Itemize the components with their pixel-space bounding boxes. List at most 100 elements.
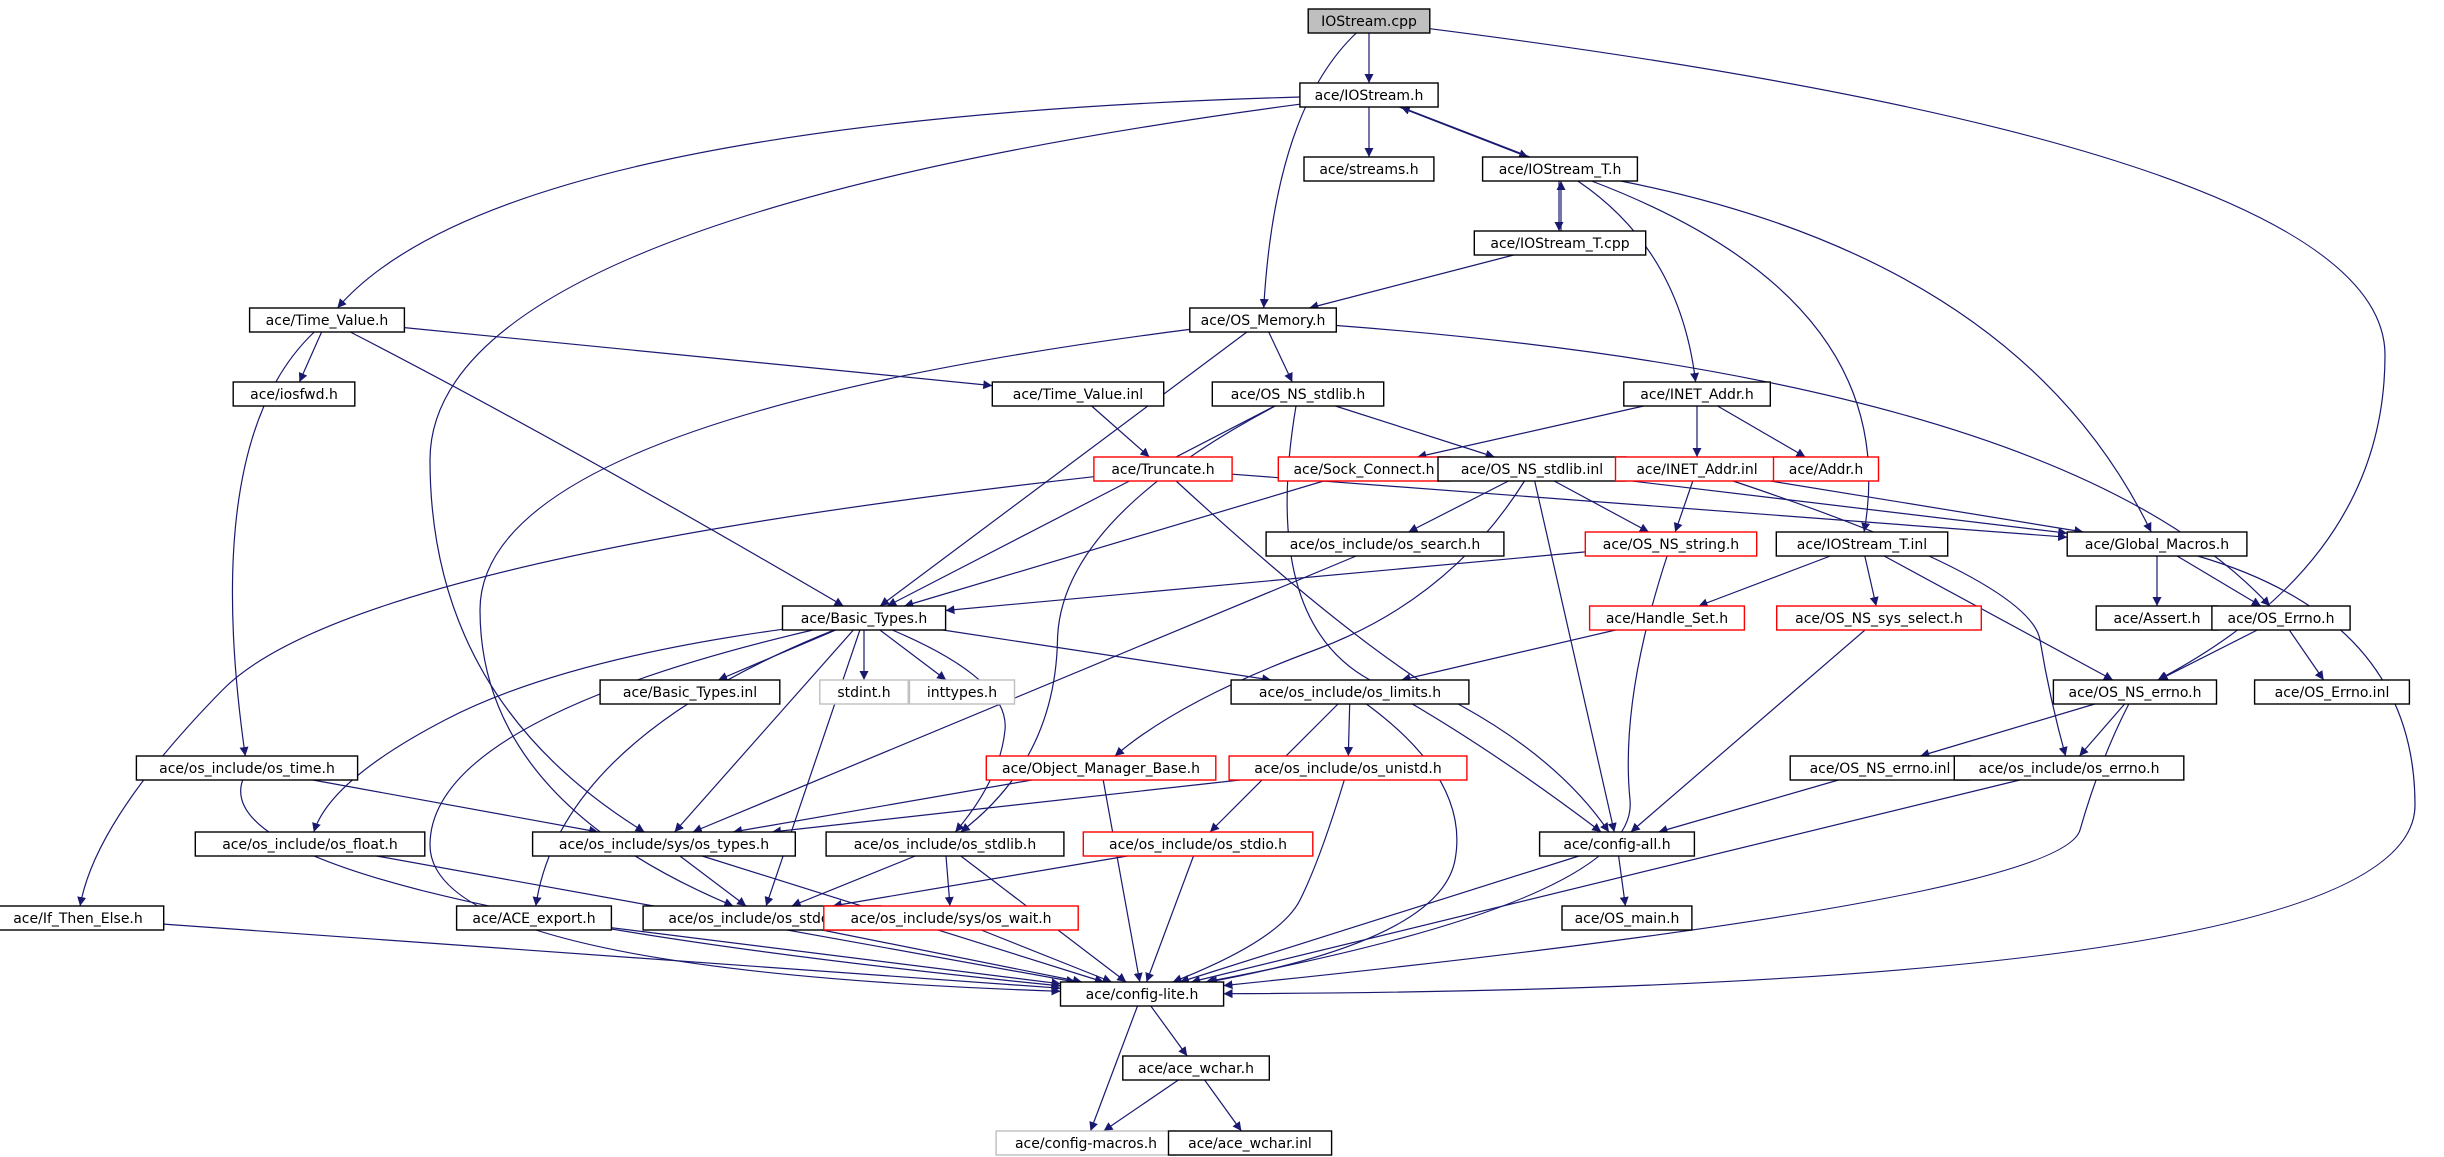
node-n1[interactable]: ace/IOStream.h bbox=[1299, 82, 1439, 108]
node-n22[interactable]: ace/OS_NS_sys_select.h bbox=[1775, 605, 1982, 631]
node-n12[interactable]: ace/Sock_Connect.h bbox=[1277, 456, 1451, 482]
node-box bbox=[1265, 531, 1505, 557]
edge-n18-to-n29 bbox=[1883, 555, 2114, 681]
node-label: ace/IOStream_T.h bbox=[1499, 162, 1622, 178]
node-n11[interactable]: ace/Truncate.h bbox=[1093, 456, 1233, 482]
node-n13[interactable]: ace/OS_NS_stdlib.inl bbox=[1437, 456, 1627, 482]
edge-n37-to-n43 bbox=[679, 855, 747, 907]
edge-n16-to-n37 bbox=[692, 555, 1357, 833]
node-box bbox=[1122, 1055, 1271, 1081]
node-box bbox=[455, 905, 613, 931]
edge-n3-to-n1 bbox=[1400, 106, 1531, 158]
edge-n9-to-n13 bbox=[1335, 405, 1495, 459]
node-n20[interactable]: ace/Basic_Types.h bbox=[781, 605, 947, 631]
edge-n44-to-n46 bbox=[980, 929, 1113, 983]
node-n18[interactable]: ace/IOStream_T.inl bbox=[1775, 531, 1949, 557]
node-n15[interactable]: ace/Addr.h bbox=[1772, 456, 1880, 482]
node-box bbox=[1277, 456, 1451, 482]
node-n19[interactable]: ace/Global_Macros.h bbox=[2066, 531, 2248, 557]
edge-n10-to-n15 bbox=[1717, 405, 1806, 458]
node-n4[interactable]: ace/IOStream_T.cpp bbox=[1473, 230, 1647, 256]
node-n36[interactable]: ace/os_include/os_float.h bbox=[194, 831, 426, 857]
node-box bbox=[1772, 456, 1880, 482]
node-n6[interactable]: ace/OS_Memory.h bbox=[1189, 307, 1338, 333]
node-n47[interactable]: ace/ace_wchar.h bbox=[1122, 1055, 1271, 1081]
node-box bbox=[2052, 679, 2218, 705]
node-n45[interactable]: ace/OS_main.h bbox=[1561, 905, 1693, 931]
edge-n0-to-n6 bbox=[1259, 32, 1357, 309]
edge-n24-to-n29 bbox=[2158, 629, 2258, 681]
node-n31[interactable]: ace/os_include/os_time.h bbox=[135, 755, 359, 781]
node-n38[interactable]: ace/os_include/os_stdlib.h bbox=[825, 831, 1065, 857]
node-label: ace/Time_Value.inl bbox=[1013, 387, 1143, 403]
edge-n33-to-n46 bbox=[1172, 779, 1345, 983]
node-n46[interactable]: ace/config-lite.h bbox=[1059, 981, 1225, 1007]
node-n17[interactable]: ace/OS_NS_string.h bbox=[1584, 531, 1758, 557]
node-n8[interactable]: ace/Time_Value.inl bbox=[991, 381, 1165, 407]
node-n7[interactable]: ace/iosfwd.h bbox=[232, 381, 356, 407]
edge-n20-to-n27 bbox=[879, 629, 947, 681]
edge-n6-to-n9 bbox=[1268, 331, 1293, 383]
edge-n4-to-n6 bbox=[1309, 254, 1514, 311]
node-n25[interactable]: ace/Basic_Types.inl bbox=[599, 679, 781, 705]
node-box bbox=[825, 831, 1065, 857]
node-n21[interactable]: ace/Handle_Set.h bbox=[1588, 605, 1746, 631]
node-label: ace/OS_NS_string.h bbox=[1603, 537, 1739, 553]
node-box bbox=[2211, 605, 2351, 631]
node-label: ace/Sock_Connect.h bbox=[1293, 462, 1434, 478]
node-n37[interactable]: ace/os_include/sys/os_types.h bbox=[531, 831, 796, 857]
edge-n38-to-n44 bbox=[944, 855, 954, 907]
node-n10[interactable]: ace/INET_Addr.h bbox=[1623, 381, 1772, 407]
node-n42[interactable]: ace/ACE_export.h bbox=[455, 905, 613, 931]
node-n48[interactable]: ace/config-macros.h bbox=[995, 1130, 1177, 1156]
node-box bbox=[1623, 381, 1772, 407]
node-n5[interactable]: ace/Time_Value.h bbox=[248, 307, 406, 333]
node-n29[interactable]: ace/OS_NS_errno.h bbox=[2052, 679, 2218, 705]
edge-n40-to-n45 bbox=[1618, 855, 1629, 907]
node-n28[interactable]: ace/os_include/os_limits.h bbox=[1230, 679, 1470, 705]
edge-n5-to-n8 bbox=[404, 327, 993, 390]
node-n34[interactable]: ace/OS_NS_errno.inl bbox=[1789, 755, 1971, 781]
edge-n6-to-n20 bbox=[879, 331, 1248, 607]
node-n30[interactable]: ace/OS_Errno.inl bbox=[2253, 679, 2411, 705]
node-n33[interactable]: ace/os_include/os_unistd.h bbox=[1228, 755, 1468, 781]
node-n27[interactable]: inttypes.h bbox=[908, 679, 1016, 705]
edge-n13-to-n19 bbox=[1625, 479, 2068, 537]
edge-n43-to-n46 bbox=[821, 929, 1083, 985]
edge-n47-to-n49 bbox=[1204, 1079, 1242, 1132]
edge-n46-to-n48 bbox=[1089, 1005, 1139, 1132]
node-n2[interactable]: ace/streams.h bbox=[1303, 156, 1435, 182]
node-label: ace/ace_wchar.h bbox=[1138, 1061, 1254, 1077]
node-label: ace/OS_NS_errno.inl bbox=[1810, 761, 1951, 777]
node-label: ace/Object_Manager_Base.h bbox=[1002, 761, 1200, 777]
edge-n38-to-n43 bbox=[791, 855, 916, 907]
node-n44[interactable]: ace/os_include/sys/os_wait.h bbox=[823, 905, 1079, 931]
node-label: ace/os_include/sys/os_wait.h bbox=[850, 911, 1051, 927]
edge-n18-to-n21 bbox=[1698, 555, 1831, 608]
edge-n14-to-n17 bbox=[1673, 480, 1694, 533]
edge-n11-to-n41 bbox=[77, 476, 1094, 907]
node-n14[interactable]: ace/INET_Addr.inl bbox=[1614, 456, 1780, 482]
node-label: ace/os_include/os_stdlib.h bbox=[854, 837, 1036, 853]
node-n24[interactable]: ace/OS_Errno.h bbox=[2211, 605, 2351, 631]
node-label: ace/OS_Errno.h bbox=[2228, 611, 2335, 627]
edge-n31-to-n37 bbox=[312, 779, 599, 835]
node-n40[interactable]: ace/config-all.h bbox=[1538, 831, 1696, 857]
node-n23[interactable]: ace/Assert.h bbox=[2095, 605, 2219, 631]
node-n35[interactable]: ace/os_include/os_errno.h bbox=[1953, 755, 2185, 781]
node-n49[interactable]: ace/ace_wchar.inl bbox=[1167, 1130, 1333, 1156]
node-label: ace/os_include/sys/os_types.h bbox=[559, 837, 769, 853]
node-n32[interactable]: ace/Object_Manager_Base.h bbox=[985, 755, 1217, 781]
node-n0[interactable]: IOStream.cpp bbox=[1307, 8, 1431, 34]
edge-n14-to-n35 bbox=[1732, 480, 2068, 757]
node-n3[interactable]: ace/IOStream_T.h bbox=[1481, 156, 1639, 182]
edge-n12-to-n20 bbox=[904, 480, 1324, 608]
node-box bbox=[135, 755, 359, 781]
node-n9[interactable]: ace/OS_NS_stdlib.h bbox=[1211, 381, 1385, 407]
node-n39[interactable]: ace/os_include/os_stdio.h bbox=[1082, 831, 1314, 857]
node-n41[interactable]: ace/If_Then_Else.h bbox=[0, 905, 165, 931]
node-n16[interactable]: ace/os_include/os_search.h bbox=[1265, 531, 1505, 557]
edge-n5-to-n20 bbox=[350, 331, 844, 607]
node-n26[interactable]: stdint.h bbox=[819, 679, 909, 705]
node-label: ace/Time_Value.h bbox=[266, 313, 389, 329]
